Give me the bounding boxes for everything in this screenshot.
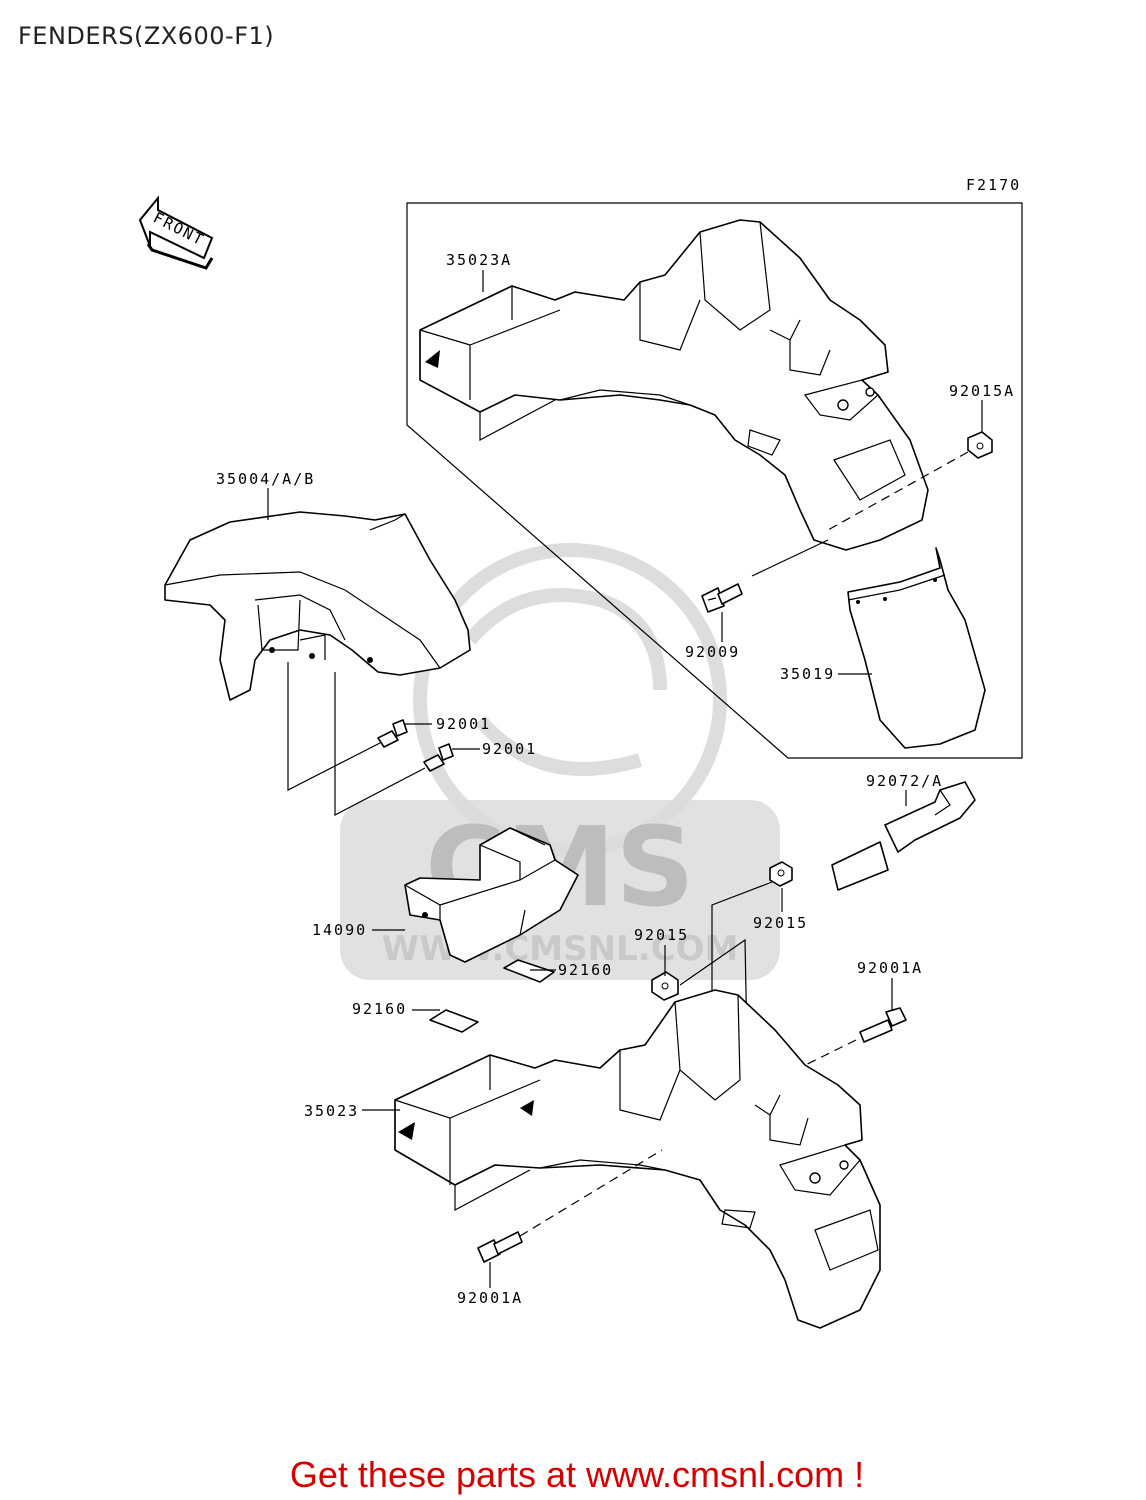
- front-arrow-icon: FRONT: [138, 195, 214, 270]
- mount-line-2: [334, 672, 426, 816]
- label-92001A-bottom: 92001A: [457, 1289, 523, 1307]
- label-35023A: 35023A: [446, 251, 512, 269]
- label-92001-a: 92001: [436, 715, 491, 733]
- front-fender-35004: [164, 511, 471, 701]
- watermark-url: WWW.CMSNL.COM: [382, 929, 739, 969]
- leader-92015A: [827, 451, 969, 531]
- label-92015-a: 92015: [753, 914, 808, 932]
- nut-92015A: [967, 431, 993, 459]
- battery-tray-14090: [404, 827, 579, 963]
- page-title: FENDERS(ZX600-F1): [18, 22, 275, 50]
- label-92015A: 92015A: [949, 382, 1015, 400]
- nut-92015-a: [769, 861, 793, 887]
- rear-fender-35023: [394, 989, 881, 1329]
- bolt-92001-a: [377, 719, 408, 748]
- strap-92072: [831, 781, 976, 891]
- label-35023: 35023: [304, 1102, 359, 1120]
- screw-92009: [701, 583, 743, 613]
- diagram-code: F2170: [966, 176, 1021, 194]
- label-14090: 14090: [312, 921, 367, 939]
- label-92001-b: 92001: [482, 740, 537, 758]
- footer-link[interactable]: Get these parts at www.cmsnl.com !: [289, 1454, 865, 1495]
- label-92160-a: 92160: [558, 961, 613, 979]
- nut-92015-b: [651, 971, 679, 1001]
- bolt-92001A-top: [859, 1007, 907, 1043]
- label-35019: 35019: [780, 665, 835, 683]
- label-92015-b: 92015: [634, 926, 689, 944]
- bolt-92001-b: [423, 743, 454, 772]
- label-92072: 92072/A: [866, 772, 943, 790]
- label-92160-b: 92160: [352, 1000, 407, 1018]
- leader-92009-line: [751, 539, 829, 577]
- label-35004: 35004/A/B: [216, 470, 315, 488]
- label-92001A-top: 92001A: [857, 959, 923, 977]
- mount-line-1: [287, 662, 381, 791]
- pad-92160-a: [503, 959, 555, 983]
- rear-fender-35023A: [419, 219, 929, 551]
- label-92009: 92009: [685, 643, 740, 661]
- bolt-92001A-bottom: [477, 1231, 523, 1263]
- mudflap-35019: [847, 547, 986, 749]
- subassembly-frame: [406, 202, 1023, 759]
- pad-92160-b: [429, 1009, 479, 1033]
- leader-92001A-bottom: [519, 1149, 663, 1237]
